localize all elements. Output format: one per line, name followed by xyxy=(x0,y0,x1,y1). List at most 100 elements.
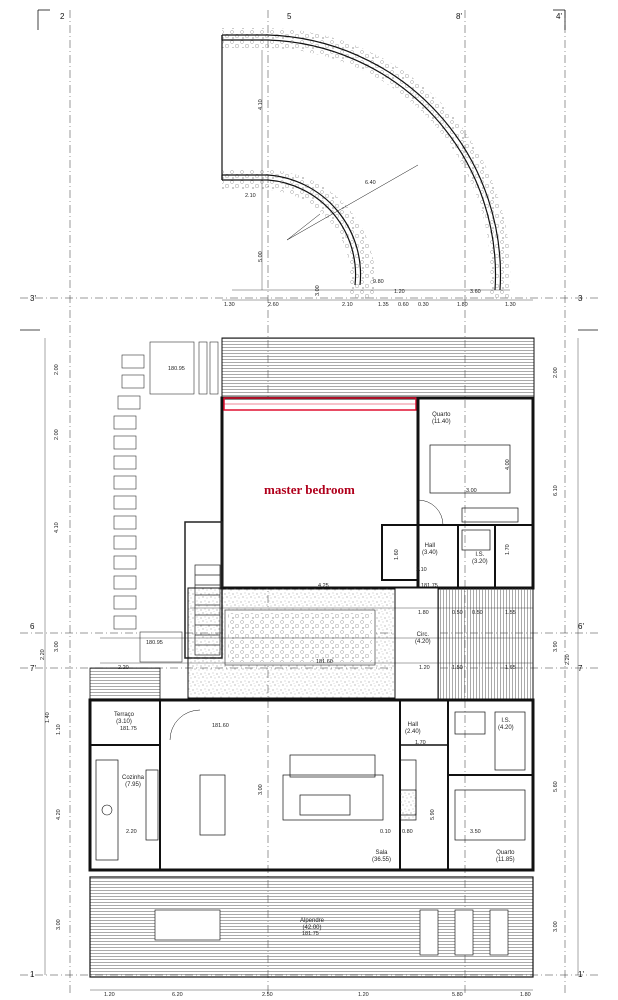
frame-ticks xyxy=(20,9,598,331)
dim-label: 2.00 xyxy=(54,429,60,440)
dim-label: 1.80 xyxy=(418,610,429,616)
dim-label: 2.20 xyxy=(565,654,571,665)
dim-label: 3.90 xyxy=(553,641,559,652)
room-label: Hall(2.40) xyxy=(405,722,421,735)
room-label: Alpendre(42.00) xyxy=(300,918,325,931)
dim-label: 4.20 xyxy=(56,809,62,820)
side-deck xyxy=(437,587,534,701)
dim-label: 4.00 xyxy=(505,459,511,470)
dim-label: 2.20 xyxy=(40,649,46,660)
level-marker: 181.75 xyxy=(120,726,137,732)
dim-label: 2.00 xyxy=(553,367,559,378)
dim-label: 1.65 xyxy=(505,665,516,671)
axis-label-top: 5 xyxy=(287,12,292,21)
axis-label-left: 7' xyxy=(30,664,36,673)
dim-label: 1.60 xyxy=(394,549,400,560)
axis-label-right: 7 xyxy=(578,664,583,673)
dim-label: 2.20 xyxy=(118,665,129,671)
axis-label-top: 2 xyxy=(60,12,65,21)
room-label: Quarto(11.40) xyxy=(432,412,451,425)
level-marker: 181.60 xyxy=(212,723,229,729)
room-label: Hall(3.40) xyxy=(422,543,438,556)
dim-label: 1.20 xyxy=(394,289,405,295)
dim-label: 1.70 xyxy=(505,544,511,555)
dim-label: 3.60 xyxy=(470,289,481,295)
curved-wall xyxy=(221,34,502,291)
master-bedroom-label: master bedroom xyxy=(264,482,355,497)
garden-stones xyxy=(222,28,511,300)
room-label: Terraço(3.10) xyxy=(114,712,135,725)
axis-label-left: 6 xyxy=(30,622,35,631)
dim-label: 4.25 xyxy=(318,583,329,589)
dim-label: 6.20 xyxy=(172,992,183,998)
dim-label: 2.50 xyxy=(262,992,273,998)
dim-label: 4.10 xyxy=(54,522,60,533)
level-marker: 180.95 xyxy=(146,640,163,646)
dim-label: 0.60 xyxy=(398,302,409,308)
dim-label: 1.55 xyxy=(505,610,516,616)
dim-label: 3.00 xyxy=(258,784,264,795)
room-label: Cozinha(7.95) xyxy=(122,775,145,788)
level-marker: 181.75 xyxy=(421,583,438,589)
axis-label-left: 1 xyxy=(30,970,35,979)
axis-label-right: 1' xyxy=(578,970,584,979)
terrace-deck xyxy=(89,667,161,701)
dim-label: 5.60 xyxy=(553,781,559,792)
dim-label: 9.80 xyxy=(373,279,384,285)
stepping-stones xyxy=(113,341,219,663)
axis-label-right: 3 xyxy=(578,294,583,303)
dim-label: 1.80 xyxy=(457,302,468,308)
axis-label-left: 3' xyxy=(30,294,36,303)
dim-label: 3.50 xyxy=(470,829,481,835)
dim-label: 1.20 xyxy=(419,665,430,671)
dim-label: 2.60 xyxy=(268,302,279,308)
dim-label: 1.70 xyxy=(415,740,426,746)
room-label: I.S.(3.20) xyxy=(472,552,488,565)
dim-label: 0.30 xyxy=(418,302,429,308)
axis-label-top: 4' xyxy=(556,12,562,21)
top-deck xyxy=(221,337,535,399)
room-label: Circ.(4.20) xyxy=(415,632,431,645)
axis-label-right: 6' xyxy=(578,622,584,631)
dim-label: 1.80 xyxy=(520,992,531,998)
dim-label: 1.40 xyxy=(45,712,51,723)
dim-label: 2.10 xyxy=(416,567,427,573)
dim-label: 3.00 xyxy=(56,919,62,930)
axis-label-top: 8' xyxy=(456,12,462,21)
porch-deck xyxy=(89,876,534,978)
dim-label: 1.30 xyxy=(505,302,516,308)
ground-floor xyxy=(88,698,535,872)
level-marker: 180.95 xyxy=(168,366,185,372)
room-label: Quarto(11.85) xyxy=(496,850,515,863)
room-label: Sala(36.55) xyxy=(372,850,392,863)
dim-label: 5.00 xyxy=(258,251,264,262)
dim-label: 2.10 xyxy=(342,302,353,308)
level-marker: 181.75 xyxy=(302,931,319,937)
dim-label: 3.00 xyxy=(466,488,477,494)
dim-label: 2.20 xyxy=(126,829,137,835)
room-label: I.S.(4.20) xyxy=(498,718,514,731)
dim-label: 1.50 xyxy=(452,665,463,671)
dim-label: 6.40 xyxy=(365,180,376,186)
dim-label: 1.35 xyxy=(378,302,389,308)
dim-label: 2.10 xyxy=(245,193,256,199)
dim-label: 0.50 xyxy=(452,610,463,616)
dim-label: 0.10 xyxy=(380,829,391,835)
dim-label: 5.90 xyxy=(430,809,436,820)
dim-label: 3.00 xyxy=(553,921,559,932)
dim-label: 2.00 xyxy=(54,364,60,375)
dim-label: 3.00 xyxy=(315,285,321,296)
dim-label: 1.20 xyxy=(104,992,115,998)
level-marker: 181.60 xyxy=(316,659,333,665)
courtyard xyxy=(187,587,439,701)
dim-label: 0.80 xyxy=(402,829,413,835)
dim-label: 5.80 xyxy=(452,992,463,998)
dimension-lines xyxy=(44,50,579,991)
dim-label: 1.10 xyxy=(56,724,62,735)
dim-label: 0.50 xyxy=(472,610,483,616)
dim-label: 3.00 xyxy=(54,641,60,652)
dim-label: 1.30 xyxy=(224,302,235,308)
dim-label: 4.10 xyxy=(258,99,264,110)
dim-label: 1.20 xyxy=(358,992,369,998)
